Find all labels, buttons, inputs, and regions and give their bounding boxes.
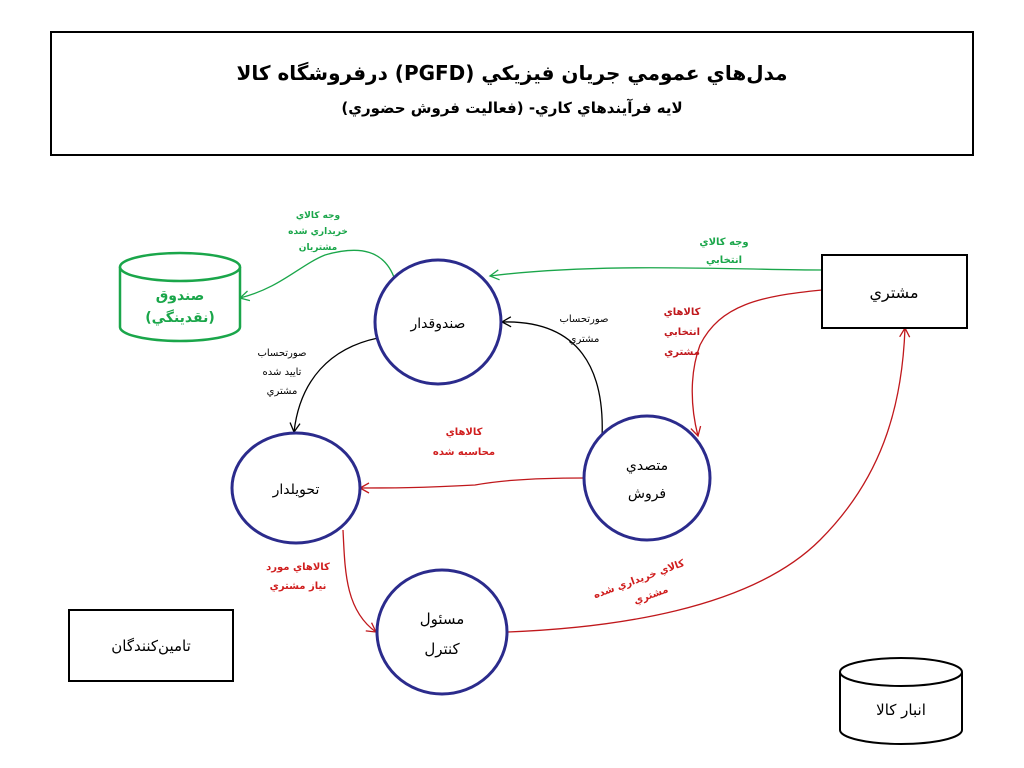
- svg-text:انتخابي: انتخابي: [664, 327, 700, 338]
- flow-label-customer-to-clerk: كالاهاي انتخابي مشتري: [664, 307, 701, 358]
- svg-text:مشتريان: مشتريان: [299, 243, 337, 253]
- flow-cashier-to-delivery: [289, 337, 379, 434]
- svg-text:مشتري: مشتري: [664, 347, 700, 358]
- flow-clerk-to-cashier: [500, 316, 603, 439]
- process-cashier: [373, 258, 503, 386]
- svg-text:كالاهاي: كالاهاي: [664, 307, 701, 318]
- process-control-label-2: كنترل: [424, 640, 460, 658]
- entity-customer: [821, 254, 968, 329]
- svg-text:كالاهاي: كالاهاي: [446, 427, 483, 438]
- flow-label-control-to-customer: كالاي خريداري شده مشتري: [592, 558, 686, 607]
- entity-suppliers: [68, 609, 234, 682]
- flow-label-customer-to-cashier: وجه كالاي انتخابي: [699, 237, 748, 266]
- svg-text:كالاهاي مورد: كالاهاي مورد: [266, 562, 330, 573]
- diagram-subtitle: لايه فرآيندهاي كاري- (فعاليت فروش حضوري): [341, 99, 683, 117]
- flow-control-to-customer: [507, 326, 911, 633]
- svg-text:مشتري: مشتري: [632, 584, 669, 607]
- process-sales-clerk-label-2: فروش: [628, 486, 666, 502]
- store-cash: [118, 251, 242, 343]
- svg-text:وجه كالاي: وجه كالاي: [296, 211, 340, 221]
- process-delivery-label: تحويلدار: [272, 482, 320, 498]
- entity-customer-label: مشتري: [869, 283, 918, 303]
- process-control: [375, 568, 509, 696]
- flow-clerk-to-delivery: [358, 477, 585, 494]
- svg-text:صورتحساب: صورتحساب: [257, 348, 306, 359]
- flow-label-clerk-to-cashier: صورتحساب مشتري: [559, 314, 608, 345]
- diagram-title: مدل‌هاي عمومي جريان فيزيكي (PGFD) درفروش…: [236, 61, 788, 85]
- store-cash-label-2: (نقدينگي): [145, 309, 215, 326]
- flow-label-delivery-to-control: كالاهاي مورد نياز مشتري: [266, 562, 330, 592]
- svg-text:خريداري شده: خريداري شده: [288, 227, 348, 237]
- flow-cashier-to-cash: [238, 249, 396, 302]
- flow-label-cashier-to-delivery: صورتحساب تاييد شده مشتري: [257, 348, 306, 397]
- store-cash-label-1: صندوق: [156, 288, 205, 304]
- process-sales-clerk: [582, 414, 712, 542]
- flow-label-clerk-to-delivery: كالاهاي محاسبه شده: [433, 427, 495, 458]
- flow-customer-to-cashier: [488, 267, 823, 281]
- flow-delivery-to-control: [342, 529, 378, 633]
- svg-text:نياز مشتري: نياز مشتري: [270, 581, 327, 592]
- process-control-label-1: مسئول: [420, 610, 465, 628]
- svg-text:صورتحساب: صورتحساب: [559, 314, 608, 325]
- entity-suppliers-label: تامين‌كنندگان: [111, 637, 191, 655]
- title-box: مدل‌هاي عمومي جريان فيزيكي (PGFD) درفروش…: [50, 31, 974, 156]
- flow-customer-to-clerk: [690, 289, 823, 438]
- store-warehouse: [839, 657, 963, 745]
- svg-text:وجه كالاي: وجه كالاي: [699, 237, 748, 248]
- svg-text:مشتري: مشتري: [569, 334, 600, 345]
- process-cashier-label: صندوقدار: [410, 316, 466, 332]
- flow-label-cashier-to-cash: وجه كالاي خريداري شده مشتريان: [288, 211, 348, 253]
- process-sales-clerk-label-1: متصدي: [626, 458, 668, 474]
- process-delivery: [230, 431, 362, 545]
- svg-text:انتخابي: انتخابي: [706, 255, 742, 266]
- store-warehouse-label: انبار كالا: [876, 701, 926, 719]
- svg-text:محاسبه شده: محاسبه شده: [433, 447, 495, 458]
- svg-text:تاييد شده: تاييد شده: [263, 367, 302, 378]
- svg-text:مشتري: مشتري: [267, 386, 298, 397]
